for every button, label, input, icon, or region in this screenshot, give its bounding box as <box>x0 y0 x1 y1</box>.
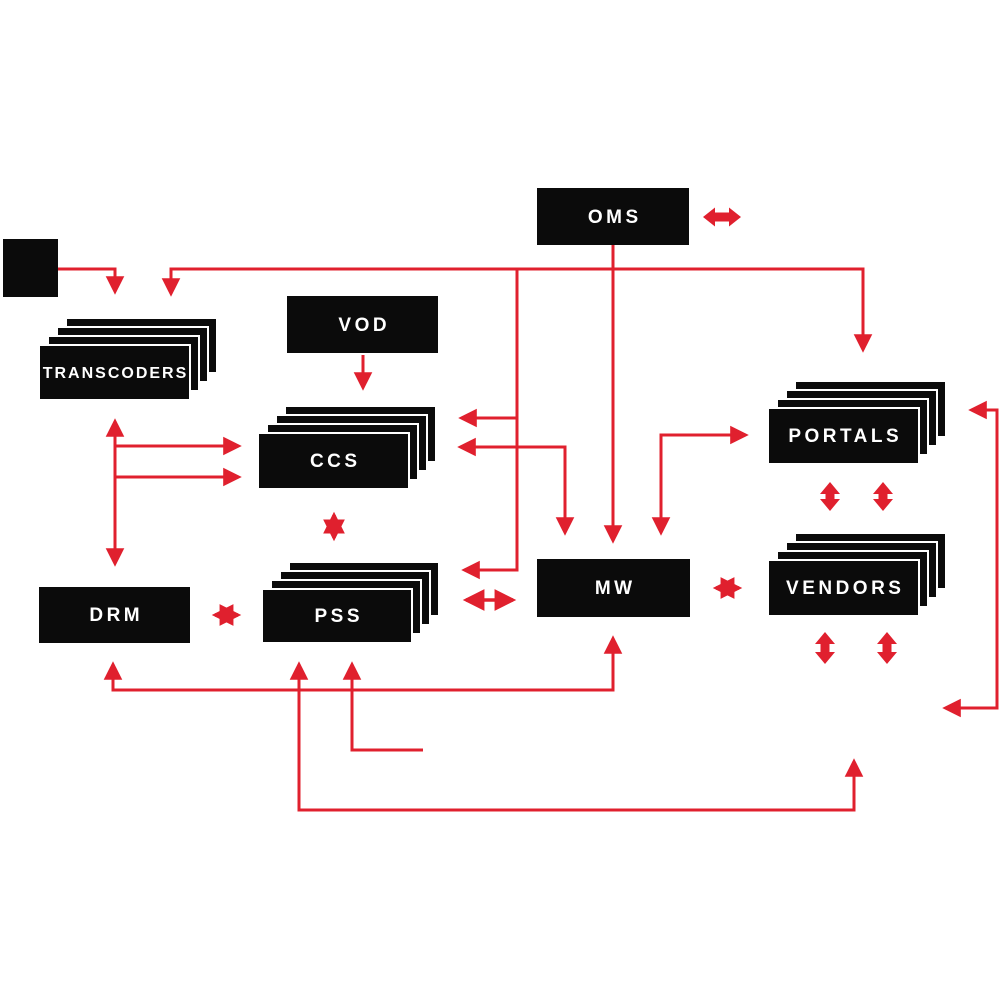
node-mw: MW <box>537 559 690 617</box>
stack-layer-front: TRANSCODERS <box>38 344 191 401</box>
node-drm-label: DRM <box>89 605 144 626</box>
node-mw-label: MW <box>594 578 636 599</box>
node-pss-label: PSS <box>314 606 364 627</box>
node-transcoders-label: TRANSCODERS <box>42 364 189 382</box>
stack-layer-front: CCS <box>257 432 410 490</box>
node-drm: DRM <box>39 587 190 643</box>
node-transcoders: TRANSCODERS <box>38 317 219 402</box>
edge-vendors-below-double-1 <box>815 632 835 664</box>
edge-portals-vendors-double-2 <box>873 482 893 511</box>
node-ccs-label: CCS <box>309 451 361 472</box>
edge-vendors-below-double-2 <box>877 632 897 664</box>
node-portals-label: PORTALS <box>788 426 903 447</box>
node-vendors: VENDORS <box>767 532 948 618</box>
edge-ccs-mw <box>457 437 575 536</box>
edge-drm-mw-bottom <box>103 635 623 692</box>
stack-layer-front: PSS <box>261 588 413 644</box>
stack-layer-front: PORTALS <box>767 407 920 465</box>
stack-layer-front: VENDORS <box>767 559 920 617</box>
edge-bus-pss <box>461 269 519 580</box>
node-portals: PORTALS <box>767 380 948 466</box>
node-source-square <box>3 239 58 297</box>
node-pss: PSS <box>261 561 441 644</box>
node-ccs: CCS <box>257 405 438 491</box>
edge-right-loop-portals <box>942 400 999 718</box>
node-vendors-label: VENDORS <box>786 578 905 599</box>
node-vod: VOD <box>287 296 438 353</box>
edge-pss-stub <box>342 661 423 752</box>
node-vod-label: VOD <box>338 314 391 336</box>
edge-portals-vendors-double-1 <box>820 482 840 511</box>
node-oms: OMS <box>537 188 689 245</box>
edge-pss-vendors-bottom <box>289 661 864 812</box>
edge-square-transcoders <box>58 267 125 295</box>
edge-oms-external-double <box>703 207 741 227</box>
node-oms-label: OMS <box>587 206 642 228</box>
edge-mw-portals <box>651 425 749 536</box>
